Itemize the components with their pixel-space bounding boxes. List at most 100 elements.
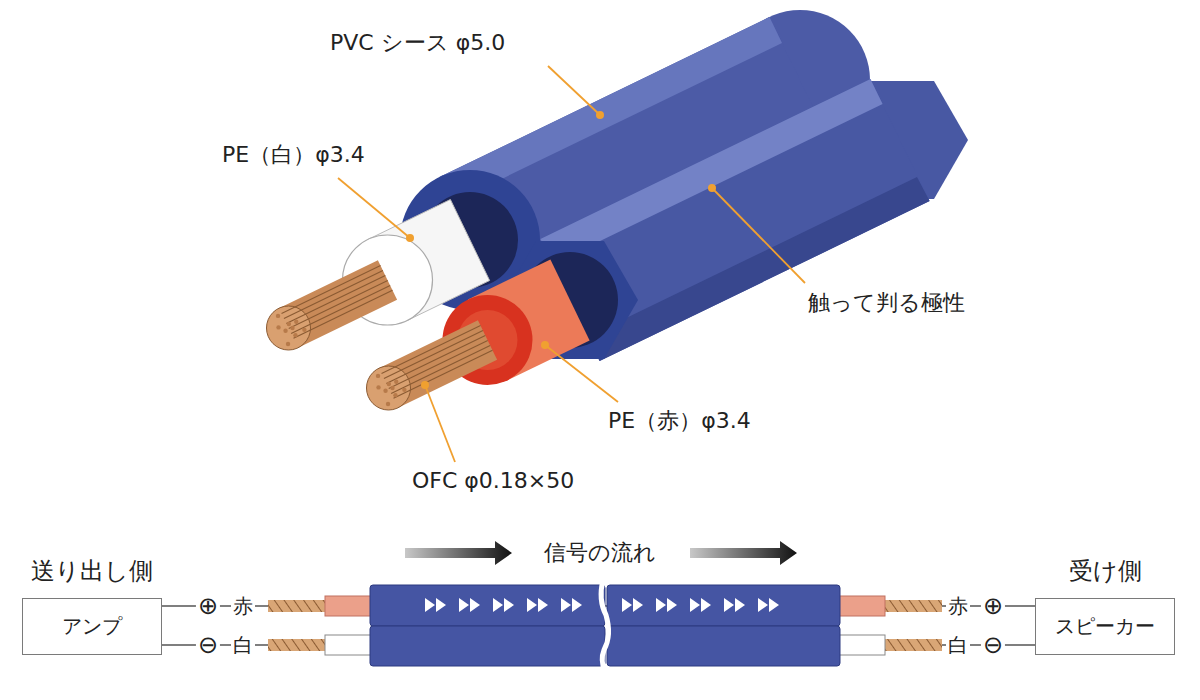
conductor-red: [386, 336, 485, 384]
flat-cable: [758, 598, 768, 612]
callout-label: PE（赤）φ3.4: [608, 408, 751, 434]
flat-cable: [493, 598, 503, 612]
leader-lines: [548, 66, 600, 115]
conductor-red: [384, 331, 483, 379]
leader-lines: [541, 341, 549, 349]
flat-cable: [607, 585, 840, 626]
conductor-white: [282, 266, 381, 314]
conductor-white: [290, 326, 294, 330]
flat-cable: [268, 639, 330, 651]
polarity-symbol: ⊖: [981, 631, 1005, 660]
flat-cable: [769, 598, 779, 612]
flat-cable: [667, 598, 677, 612]
conductor-red: [394, 350, 493, 398]
wire-color: 白: [231, 633, 255, 657]
side-heading: 送り出し側: [31, 555, 153, 587]
conductor-red: [367, 366, 411, 410]
conductor-white: [276, 314, 280, 318]
callout-label: PVC シース φ5.0: [330, 30, 505, 56]
flat-cable: [561, 598, 571, 612]
conductor-red: [376, 385, 380, 389]
device-box: 受け側スピーカー: [1035, 598, 1175, 655]
flat-cable: [504, 598, 514, 612]
leader-lines: [338, 66, 805, 462]
flat-cable: [470, 598, 480, 612]
device-name: アンプ: [62, 613, 122, 640]
conductor-white: [302, 328, 306, 332]
callout-label: OFC φ0.18×50: [412, 468, 574, 494]
flat-cable: [370, 626, 605, 666]
flat-cable: [370, 585, 605, 626]
leader-lines: [708, 184, 716, 192]
flat-cable: [325, 635, 375, 655]
conductor-white: [294, 319, 298, 323]
leader-lines: [338, 178, 410, 238]
flat-cable: [601, 580, 608, 672]
signal-arrow: [690, 541, 797, 565]
conductor-red: [383, 389, 387, 393]
conductor-white: [294, 290, 393, 338]
callout-label: PE（白）φ3.4: [222, 142, 365, 168]
flat-cable: [724, 598, 734, 612]
leader-lines: [421, 381, 429, 389]
wire-color: 白: [946, 633, 970, 657]
flat-cable: [459, 598, 469, 612]
conductor-red: [390, 386, 394, 390]
conductor-white: [286, 276, 385, 324]
flat-cable: [690, 598, 700, 612]
flat-cable: [633, 598, 643, 612]
conductor-white: [286, 342, 290, 346]
flat-cable: [835, 596, 885, 616]
conductor-red: [386, 402, 390, 406]
conductor-white: [279, 260, 397, 348]
flat-cable: [425, 598, 435, 612]
callout-label: 触って判る極性: [808, 290, 965, 316]
leader-lines: [712, 188, 805, 283]
conductor-red: [394, 379, 398, 383]
conductor-red: [376, 374, 380, 378]
flat-cable: [656, 598, 666, 612]
conductor-red: [402, 388, 406, 392]
conductor-white: [267, 306, 311, 350]
flow-label: 信号の流れ: [544, 540, 656, 566]
flat-cable: [436, 598, 446, 612]
flat-cable: [268, 580, 942, 672]
wire-color: 赤: [946, 594, 970, 618]
polarity-symbol: ⊖: [196, 631, 220, 660]
signal-arrow: [405, 541, 512, 565]
flat-cable: [735, 598, 745, 612]
wire-color: 赤: [231, 594, 255, 618]
leader-lines: [545, 345, 618, 402]
flat-cable: [527, 598, 537, 612]
conductor-red: [391, 345, 490, 393]
conductor-red: [382, 326, 481, 374]
flat-cable: [572, 598, 582, 612]
conductor-white: [276, 325, 280, 329]
sheath-right-lobe: [587, 177, 930, 361]
leader-lines: [425, 385, 455, 462]
side-heading: 受け側: [1069, 555, 1142, 587]
flat-cable: [268, 600, 330, 612]
conductor-red: [367, 320, 498, 410]
conductor-red: [393, 393, 397, 397]
conductor-white: [291, 285, 390, 333]
conductor-white: [267, 260, 398, 350]
conductor-red: [389, 340, 488, 388]
flat-cable: [622, 598, 632, 612]
leader-lines: [406, 234, 414, 242]
leader-lines: [596, 111, 604, 119]
flat-cable: [880, 639, 942, 651]
conductor-white: [284, 271, 383, 319]
flat-cable: [607, 626, 840, 666]
flat-cable: [325, 596, 375, 616]
device-box: 送り出し側アンプ: [22, 598, 162, 655]
flat-cable: [835, 635, 885, 655]
flat-cable: [538, 598, 548, 612]
conductor-red: [379, 320, 497, 408]
flat-cable: [880, 600, 942, 612]
conductor-red: [387, 382, 391, 386]
flat-cable: [701, 598, 711, 612]
conductor-white: [289, 280, 388, 328]
